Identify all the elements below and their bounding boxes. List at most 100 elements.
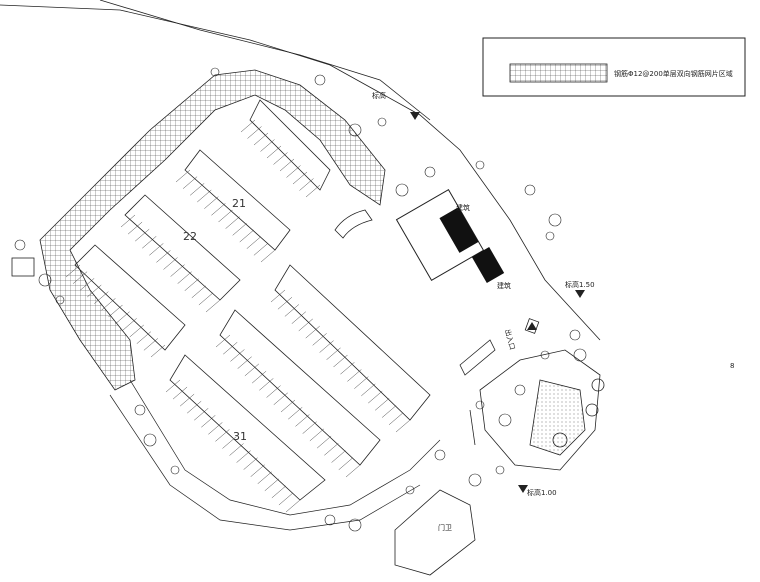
stall-line: [150, 344, 166, 358]
tree-symbol: [348, 123, 362, 137]
island-1: [249, 99, 331, 191]
stall-line: [361, 383, 376, 397]
left-building: [11, 257, 35, 277]
stall-line: [215, 429, 230, 442]
stall-line: [257, 471, 272, 484]
gate-label: 出入口: [503, 328, 517, 351]
stall-line: [236, 450, 251, 463]
tree-symbol: [548, 213, 562, 227]
legend: 钢筋Φ12@200单层双向钢筋网片区域: [482, 37, 746, 97]
elevation-right: 标高1.50: [565, 280, 595, 289]
stall-line: [305, 184, 321, 198]
stall-line: [305, 325, 320, 339]
stall-line: [299, 178, 314, 191]
stall-line: [127, 221, 143, 235]
stall-line: [142, 236, 157, 249]
stall-line: [284, 304, 300, 317]
right-mark: 8: [730, 362, 734, 370]
stall-line: [201, 415, 216, 428]
right-plaza: [479, 318, 605, 471]
stall-line: [326, 347, 341, 360]
stall-line: [295, 414, 310, 427]
tree-symbol: [14, 239, 26, 251]
stall-line: [266, 385, 281, 398]
tree-symbol: [434, 449, 446, 461]
stall-line: [244, 363, 260, 377]
tree-symbol: [569, 329, 581, 341]
tree-symbol: [475, 160, 485, 170]
stall-line: [72, 271, 88, 284]
stall-line: [279, 158, 295, 172]
stall-line: [286, 165, 301, 178]
stall-line: [175, 169, 191, 183]
tree-symbol: [210, 67, 220, 77]
stall-line: [101, 298, 116, 311]
stall-line: [253, 243, 269, 256]
tree-symbol: [324, 514, 336, 526]
stall-line: [280, 399, 296, 413]
stall-line: [277, 297, 293, 310]
stall-line: [135, 228, 150, 242]
stall-line: [368, 390, 383, 404]
tree-symbol: [170, 465, 180, 475]
stall-line: [87, 284, 102, 298]
stall-line: [215, 334, 231, 348]
bottom-building-label: 门卫: [438, 523, 452, 532]
stall-line: [165, 379, 181, 393]
zone-number-31: 31: [233, 430, 247, 443]
stall-line: [324, 443, 339, 456]
tree-symbol: [405, 485, 415, 495]
tree-symbol: [348, 518, 362, 532]
stall-line: [292, 171, 308, 185]
lower-left-stalls: [109, 379, 441, 531]
stall-line: [270, 289, 286, 303]
stall-line: [298, 318, 313, 332]
stall-line: [115, 311, 130, 324]
stall-line: [94, 291, 109, 304]
tree-symbol: [524, 184, 536, 196]
stall-line: [302, 421, 317, 434]
tree-symbol: [314, 74, 326, 86]
stall-line: [184, 278, 199, 291]
stall-line: [243, 457, 258, 470]
stall-line: [225, 216, 240, 229]
stall-line: [316, 435, 332, 449]
stall-line: [143, 338, 159, 351]
stall-line: [375, 398, 390, 411]
stall-line: [177, 271, 192, 284]
stall-line: [288, 407, 303, 420]
stall-line: [191, 285, 206, 299]
stall-line: [240, 119, 256, 133]
stall-line: [198, 292, 214, 306]
stall-line: [333, 354, 348, 368]
stall-line: [179, 393, 195, 407]
legend-frame: [482, 37, 746, 97]
building-main: [395, 189, 485, 281]
trees: [14, 67, 587, 532]
island-3: [124, 194, 241, 301]
buildings: 建筑 建筑 门卫: [11, 189, 511, 576]
stall-line: [345, 464, 361, 478]
island-4: [74, 244, 186, 351]
tree-symbol: [573, 348, 587, 362]
tree-symbol: [143, 433, 157, 447]
tree-symbol: [498, 413, 512, 427]
stall-line: [120, 214, 136, 228]
stall-line: [197, 189, 212, 203]
stall-line: [136, 331, 151, 344]
tree-symbol: [514, 384, 526, 396]
stall-line: [108, 304, 123, 318]
stall-line: [381, 405, 397, 418]
tree-symbol: [475, 400, 485, 410]
tree-symbol: [540, 350, 550, 360]
elevation-top: 标高: [372, 91, 386, 100]
stall-line: [388, 412, 404, 425]
stall-line: [156, 250, 171, 263]
building-label-b: 建筑: [497, 281, 511, 290]
stall-line: [239, 229, 254, 243]
stall-line: [182, 176, 198, 189]
stall-line: [222, 436, 237, 449]
stall-line: [253, 132, 269, 146]
